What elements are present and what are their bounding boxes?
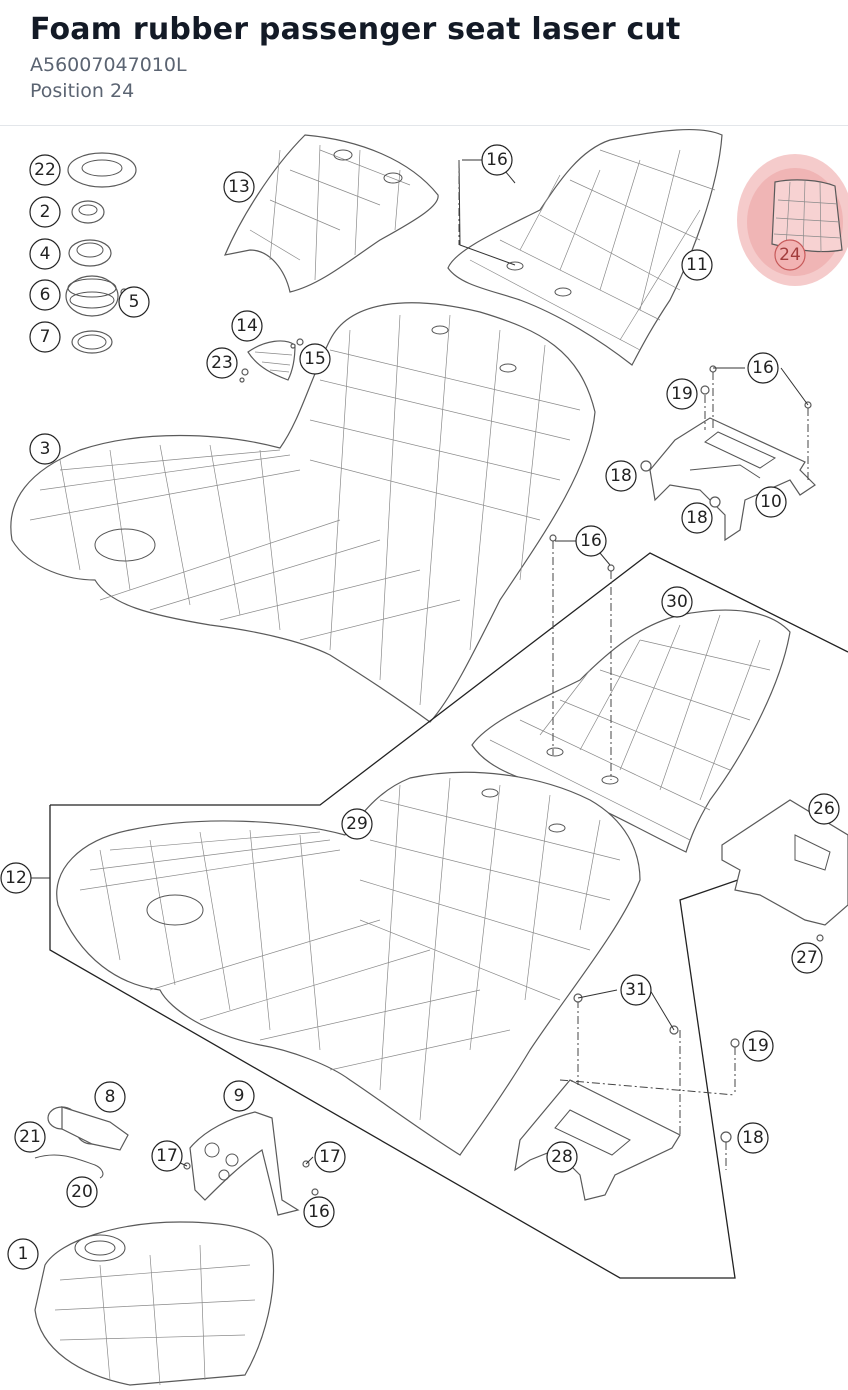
- callout-10[interactable]: 10: [755, 486, 787, 518]
- part-number: A56007047010L: [30, 54, 187, 76]
- svg-text:7: 7: [40, 327, 51, 347]
- callout-8[interactable]: 8: [94, 1081, 126, 1113]
- svg-text:19: 19: [747, 1036, 769, 1056]
- callout-30[interactable]: 30: [661, 586, 693, 618]
- hardware-10: [640, 365, 812, 508]
- callout-17-a[interactable]: 17: [151, 1140, 183, 1172]
- callout-2[interactable]: 2: [29, 196, 61, 228]
- callout-4[interactable]: 4: [29, 238, 61, 270]
- callout-24[interactable]: 24: [774, 239, 806, 271]
- callout-26[interactable]: 26: [808, 793, 840, 825]
- part-14-vent: [239, 338, 304, 383]
- svg-text:2: 2: [40, 202, 51, 222]
- svg-text:30: 30: [666, 592, 688, 612]
- part-13-cover: [223, 134, 439, 293]
- callout-18-b[interactable]: 18: [681, 502, 713, 534]
- svg-text:17: 17: [319, 1147, 341, 1167]
- svg-text:16: 16: [580, 531, 602, 551]
- page-header: Foam rubber passenger seat laser cut A56…: [0, 0, 848, 126]
- svg-text:22: 22: [34, 160, 56, 180]
- svg-text:4: 4: [40, 244, 51, 264]
- part-3-main-seat: [10, 302, 596, 723]
- part-1-fuel-tank: [34, 1221, 275, 1386]
- callout-23[interactable]: 23: [206, 347, 238, 379]
- svg-text:28: 28: [551, 1147, 573, 1167]
- svg-text:11: 11: [686, 255, 708, 275]
- svg-text:18: 18: [686, 508, 708, 528]
- svg-text:23: 23: [211, 353, 233, 373]
- part-29-main-seat: [56, 771, 641, 1156]
- svg-text:27: 27: [796, 948, 818, 968]
- svg-text:26: 26: [813, 799, 835, 819]
- callout-18-c[interactable]: 18: [737, 1122, 769, 1154]
- svg-text:20: 20: [71, 1182, 93, 1202]
- callout-28[interactable]: 28: [546, 1141, 578, 1173]
- svg-text:3: 3: [40, 439, 51, 459]
- callout-31[interactable]: 31: [620, 974, 652, 1006]
- svg-text:15: 15: [304, 349, 326, 369]
- svg-text:24: 24: [779, 245, 801, 265]
- callout-16-b[interactable]: 16: [747, 352, 779, 384]
- svg-text:29: 29: [346, 814, 368, 834]
- part-8-grommets: [34, 1106, 129, 1179]
- callout-16-a[interactable]: 16: [481, 144, 513, 176]
- svg-text:31: 31: [625, 980, 647, 1000]
- svg-text:9: 9: [234, 1086, 245, 1106]
- page-title: Foam rubber passenger seat laser cut: [30, 12, 681, 47]
- callout-11[interactable]: 11: [681, 249, 713, 281]
- callout-14[interactable]: 14: [231, 310, 263, 342]
- part-11-passenger-seat: [447, 128, 723, 366]
- assembly-12-outline: [49, 552, 848, 1279]
- callout-15[interactable]: 15: [299, 343, 331, 375]
- callout-19-a[interactable]: 19: [666, 378, 698, 410]
- callout-22[interactable]: 22: [29, 154, 61, 186]
- svg-text:17: 17: [156, 1146, 178, 1166]
- svg-text:18: 18: [610, 466, 632, 486]
- callout-1[interactable]: 1: [7, 1238, 39, 1270]
- callout-20[interactable]: 20: [66, 1176, 98, 1208]
- diagram-canvas: 22 2 4 6 5 7 13 16 11 24 14 23 15 3 19 1…: [0, 128, 848, 1386]
- callout-6[interactable]: 6: [29, 279, 61, 311]
- callout-17-b[interactable]: 17: [314, 1141, 346, 1173]
- svg-text:21: 21: [19, 1127, 41, 1147]
- exploded-parts-diagram: 22 2 4 6 5 7 13 16 11 24 14 23 15 3 19 1…: [0, 126, 848, 1390]
- callout-18-a[interactable]: 18: [605, 460, 637, 492]
- svg-text:18: 18: [742, 1128, 764, 1148]
- svg-text:1: 1: [18, 1244, 29, 1264]
- callout-16-d[interactable]: 16: [303, 1196, 335, 1228]
- callout-16-c[interactable]: 16: [575, 525, 607, 557]
- part-24-foam-rubber: [771, 179, 843, 253]
- callout-9[interactable]: 9: [223, 1080, 255, 1112]
- svg-text:14: 14: [236, 316, 258, 336]
- svg-text:13: 13: [228, 177, 250, 197]
- svg-text:8: 8: [105, 1087, 116, 1107]
- callout-5[interactable]: 5: [118, 286, 150, 318]
- svg-text:16: 16: [308, 1202, 330, 1222]
- callout-19-b[interactable]: 19: [742, 1030, 774, 1062]
- svg-text:6: 6: [40, 285, 51, 305]
- callout-29[interactable]: 29: [341, 808, 373, 840]
- callout-7[interactable]: 7: [29, 321, 61, 353]
- callout-21[interactable]: 21: [14, 1121, 46, 1153]
- position-label: Position 24: [30, 80, 135, 102]
- part-9-bracket: [183, 1111, 319, 1216]
- callout-27[interactable]: 27: [791, 942, 823, 974]
- small-parts: [65, 152, 137, 354]
- callout-13[interactable]: 13: [223, 171, 255, 203]
- part-28-bracket: [514, 993, 740, 1201]
- svg-text:10: 10: [760, 492, 782, 512]
- callout-12[interactable]: 12: [0, 862, 32, 894]
- callout-3[interactable]: 3: [29, 433, 61, 465]
- svg-text:12: 12: [5, 868, 27, 888]
- svg-text:5: 5: [129, 292, 140, 312]
- svg-text:16: 16: [486, 150, 508, 170]
- svg-text:19: 19: [671, 384, 693, 404]
- hardware-30: [549, 534, 615, 780]
- svg-text:16: 16: [752, 358, 774, 378]
- part-10-bracket: [649, 417, 816, 542]
